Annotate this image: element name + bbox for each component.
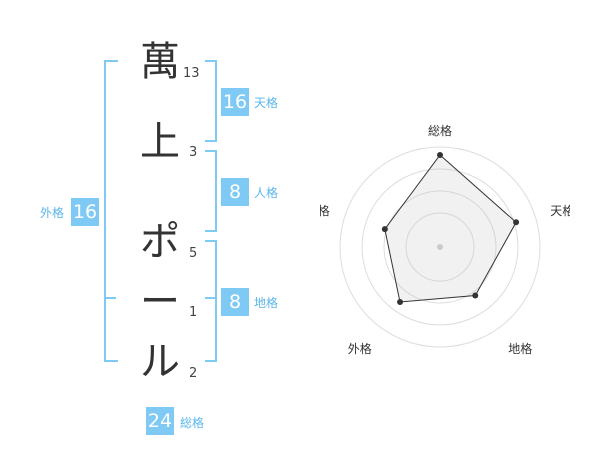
radar-point-1 [437,152,443,158]
gaikaku-value: 16 [71,198,99,226]
soukaku-value: 24 [146,407,174,435]
radar-point-5 [381,226,388,233]
radar-center [437,244,443,250]
radar-ring-2 [361,168,519,326]
gaikaku-bracket [104,60,118,362]
tenkaku-value: 16 [221,88,249,116]
radar-label-2: 天格 [550,203,570,218]
gaikaku-bracket-tick [104,297,116,299]
stroke-count-4: 1 [189,305,198,320]
chikaku-value: 8 [221,288,249,316]
jinkaku-label: 人格 [254,186,279,200]
radar-ring-4 [405,212,475,282]
radar-point-3 [472,292,479,299]
chikaku-bracket [205,240,217,362]
tenkaku-label: 天格 [254,96,279,110]
name-char-4: ー [140,279,180,325]
radar-ring-1 [339,146,541,348]
radar-label-3: 地格 [508,341,532,356]
radar-label-1: 総格 [428,123,452,138]
radar-point-4 [397,299,404,306]
gaikaku-label: 外格 [40,206,65,220]
name-char-1: 萬 [140,39,180,85]
chikaku-label: 地格 [254,296,279,310]
stroke-count-5: 2 [189,366,198,381]
stroke-count-2: 3 [189,145,198,160]
radar-ring-3 [383,190,497,304]
radar-label-5: 人格 [320,203,330,218]
radar-label-4: 外格 [348,341,372,356]
stroke-count-1: 13 [183,66,200,81]
jinkaku-bracket [205,150,217,232]
jinkaku-value: 8 [221,178,249,206]
stroke-count-3: 5 [189,246,198,261]
tenkaku-bracket [205,60,217,142]
soukaku-label: 総格 [180,416,205,430]
name-char-5: ル [140,339,180,385]
name-char-3: ポ [140,219,180,265]
radar-point-2 [513,219,520,226]
name-char-2: 上 [140,119,180,165]
radar-polygon [384,154,517,303]
chikaku-bracket-tick [205,297,215,299]
